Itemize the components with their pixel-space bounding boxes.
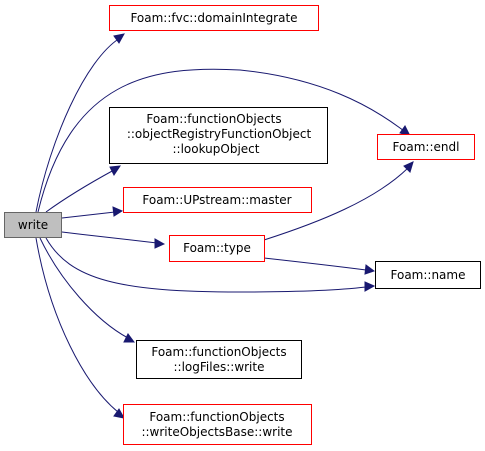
arrowhead-name-from-write [364,281,376,292]
edge-write-to-domain-integrate [35,37,121,213]
arrowhead-type [154,238,166,249]
node-writeobjectsbase-write-label-1: Foam::functionObjects [149,410,284,424]
edge-write-to-endl [37,68,405,213]
node-name-label: Foam::name [391,268,466,282]
arrowhead-lookup-object [109,165,122,176]
edge-type-to-endl [263,167,409,241]
node-writeobjectsbase-write-label-2: ::writeObjectsBase::write [141,425,292,439]
edge-write-to-writeobjectsbase-write [35,237,119,413]
arrowhead-domain-integrate [113,33,125,44]
node-upstream-master-label: Foam::UPstream::master [142,193,291,207]
node-logfiles-write[interactable]: Foam::functionObjects ::logFiles::write [136,340,302,379]
node-endl-label: Foam::endl [393,140,460,154]
node-type-box [169,235,265,262]
node-logfiles-write-label-2: ::logFiles::write [174,360,265,374]
node-lookup-object-label-3: ::lookupObject [173,142,260,156]
node-endl[interactable]: Foam::endl [377,134,475,160]
edge-write-to-upstream-master [61,211,116,219]
edge-write-to-type [61,231,158,244]
node-writeobjectsbase-write[interactable]: Foam::functionObjects ::writeObjectsBase… [123,404,312,445]
arrowhead-name-from-type [364,264,376,275]
node-writeobjectsbase-write-box [123,404,312,445]
node-domain-integrate-label: Foam::fvc::domainIntegrate [130,11,297,25]
node-lookup-object-label-1: Foam::functionObjects [146,112,281,126]
node-name-box [375,261,481,289]
edge-write-to-logfiles-write [39,237,129,339]
node-write-root[interactable]: write [4,212,62,238]
node-type-label: Foam::type [183,241,251,255]
edge-type-to-name [263,257,367,271]
arrowhead-upstream-master [112,206,124,217]
arrowhead-logfiles-write [123,333,135,343]
edge-write-to-name [45,237,367,293]
node-upstream-master-box [123,187,312,213]
node-type[interactable]: Foam::type [169,235,265,262]
node-write-root-box [4,212,62,238]
arrowhead-writeobjectsbase-write [113,408,125,419]
node-domain-integrate[interactable]: Foam::fvc::domainIntegrate [109,5,319,31]
node-upstream-master[interactable]: Foam::UPstream::master [123,187,312,213]
node-logfiles-write-label-1: Foam::functionObjects [151,345,286,359]
edge-write-to-lookup-object [45,169,115,213]
node-write-root-label: write [18,218,48,232]
arrowhead-endl-from-type [403,161,414,173]
node-lookup-object[interactable]: Foam::functionObjects ::objectRegistryFu… [109,107,328,164]
node-name[interactable]: Foam::name [375,261,481,289]
node-logfiles-write-box [136,340,302,379]
node-endl-box [377,134,475,160]
node-lookup-object-box [109,107,328,164]
node-lookup-object-label-2: ::objectRegistryFunctionObject [127,127,312,141]
node-domain-integrate-box [109,5,319,31]
